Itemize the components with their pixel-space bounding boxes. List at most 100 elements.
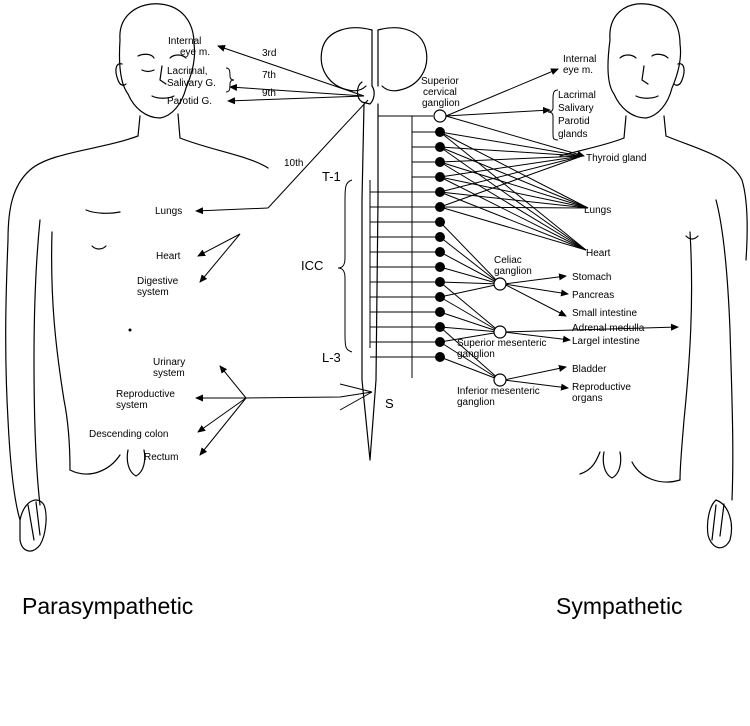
cervical-fiber-3-2	[439, 161, 587, 251]
label-para-rectum: Rectum	[144, 452, 178, 463]
cervical-fiber-4-3	[439, 155, 583, 178]
chain-ganglion-12	[435, 292, 445, 302]
label-t1: T-1	[322, 169, 341, 184]
chain-ganglion-1	[435, 127, 445, 137]
superior-cervical-ganglion	[433, 109, 447, 123]
label-s: S	[385, 396, 394, 411]
label-symp-stomach: Stomach	[572, 272, 611, 283]
cranial-nerves	[195, 44, 369, 283]
chain-ganglion-5	[435, 187, 445, 197]
chain-ganglion-14	[435, 322, 445, 332]
celiac-fiber-3	[439, 251, 501, 285]
celiac-ganglion	[493, 277, 507, 291]
label-nerve-9th: 9th	[262, 88, 276, 99]
cervical-fiber-1-3	[439, 131, 583, 157]
label-internal-eye-2: eye m.	[180, 47, 210, 58]
label-symp-reproductive: Reproductive	[572, 382, 631, 393]
chain-ganglion-4	[435, 172, 445, 182]
chain-ganglion-8	[435, 232, 445, 242]
chain-ganglion-6	[435, 202, 445, 212]
left-body-outline	[5, 3, 269, 552]
cervical-fiber-1-1	[439, 131, 589, 209]
sacral-nerves	[195, 365, 373, 456]
chain-ganglion-15	[435, 337, 445, 347]
celiac-fiber-5	[439, 281, 501, 285]
chain-ganglion-16	[435, 352, 445, 362]
label-superior-cervical-2: cervical	[423, 87, 457, 98]
label-inferior-mesenteric-2: ganglion	[457, 397, 495, 408]
label-symp-large-intestine: Largel intestine	[572, 336, 640, 347]
cervical-fiber-3-3	[439, 155, 583, 163]
inf-mes-fiber-1	[439, 326, 501, 381]
cervical-fiber-3-1	[439, 161, 589, 209]
label-symp-reproductive-2: organs	[572, 393, 603, 404]
cervical-fiber-5-3	[439, 155, 583, 193]
chain-ganglion-11	[435, 277, 445, 287]
cervical-fiber-4-1	[439, 176, 589, 209]
label-para-lungs: Lungs	[155, 206, 182, 217]
prevertebral-projections	[503, 273, 679, 391]
label-icc: ICC	[301, 258, 323, 273]
chain-ganglion-3	[435, 157, 445, 167]
cervical-fiber-2-3	[439, 146, 583, 157]
cervical-fiber-6-1	[439, 206, 589, 209]
superior-cervical-projections	[378, 68, 585, 158]
title-parasympathetic: Parasympathetic	[22, 593, 193, 619]
label-celiac-2: ganglion	[494, 266, 532, 277]
icc-bracket	[337, 179, 353, 353]
label-symp-heart: Heart	[586, 248, 611, 259]
label-superior-cervical-3: ganglion	[422, 98, 460, 109]
label-parotid: Parotid G.	[167, 96, 212, 107]
label-lacrimal: Lacrimal,	[167, 66, 208, 77]
cervical-fiber-4-2	[439, 176, 587, 251]
superior-mesenteric-ganglion	[493, 325, 507, 339]
chain-ganglion-9	[435, 247, 445, 257]
sup-mes-fiber-4	[439, 326, 501, 333]
symp-glands-brace	[547, 89, 559, 141]
celiac-fiber-1	[439, 221, 501, 285]
label-para-heart: Heart	[156, 251, 181, 262]
lacrimal-salivary-brace	[225, 67, 235, 93]
celiac-fiber-6	[439, 283, 501, 298]
label-para-digestive: Digestive	[137, 276, 179, 287]
chain-ganglion-7	[435, 217, 445, 227]
label-symp-glands: glands	[558, 129, 587, 140]
sup-mes-fiber-3	[439, 311, 501, 333]
brain-and-spinal-cord	[320, 27, 428, 461]
label-symp-eye-2: eye m.	[563, 65, 593, 76]
cervical-fiber-2-1	[439, 146, 589, 209]
cervical-fiber-2-2	[439, 146, 587, 251]
celiac-fiber-2	[439, 236, 501, 285]
label-symp-parotid: Parotid	[558, 116, 590, 127]
label-nerve-7th: 7th	[262, 70, 276, 81]
inferior-mesenteric-ganglion	[493, 373, 507, 387]
sup-mes-fiber-5	[439, 331, 501, 343]
label-l3: L-3	[322, 350, 341, 365]
label-symp-salivary: Salivary	[558, 103, 594, 114]
label-symp-small-intestine: Small intestine	[572, 308, 637, 319]
label-symp-bladder: Bladder	[572, 364, 607, 375]
celiac-fiber-4	[439, 266, 501, 285]
sup-mes-fiber-2	[439, 296, 501, 333]
label-para-reproductive: Reproductive	[116, 389, 175, 400]
cervical-fiber-5-1	[439, 191, 589, 209]
label-para-urinary: Urinary	[153, 357, 185, 368]
label-para-urinary-2: system	[153, 368, 185, 379]
label-nerve-10th: 10th	[284, 158, 303, 169]
label-celiac: Celiac	[494, 255, 522, 266]
label-para-reproductive-2: system	[116, 400, 148, 411]
chain-ganglion-10	[435, 262, 445, 272]
cervical-fiber-5-2	[439, 191, 587, 251]
label-symp-pancreas: Pancreas	[572, 290, 614, 301]
inf-mes-fiber-3	[439, 356, 501, 381]
label-nerve-3rd: 3rd	[262, 48, 276, 59]
cervical-fiber-6-3	[439, 155, 583, 208]
label-symp-lungs: Lungs	[584, 205, 611, 216]
label-superior-cervical: Superior	[421, 76, 459, 87]
label-superior-mesenteric-2: ganglion	[457, 349, 495, 360]
sup-mes-fiber-1	[439, 281, 501, 333]
label-para-colon: Descending colon	[89, 429, 169, 440]
cervical-fiber-1-2	[439, 131, 587, 251]
inf-mes-fiber-2	[439, 341, 501, 381]
title-sympathetic: Sympathetic	[556, 593, 683, 619]
